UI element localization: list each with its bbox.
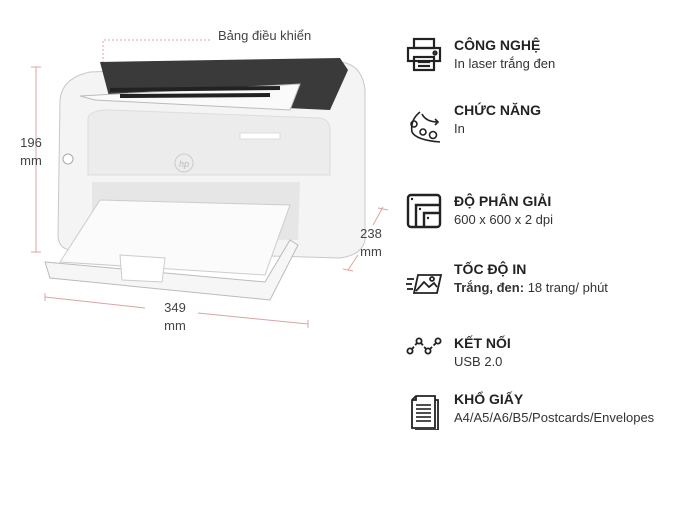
- spec-value: In: [454, 121, 465, 136]
- spec-resolution: ĐỘ PHÂN GIẢI 600 x 600 x 2 dpi: [406, 193, 696, 237]
- connection-icon: [406, 337, 442, 355]
- product-illustration: hp Bảng điều khiển 196 mm 238 mm 349 mm: [0, 0, 400, 340]
- gears-function-icon: [410, 111, 441, 143]
- width-dimension-line: [44, 296, 146, 309]
- width-dimension: 349 mm: [155, 299, 195, 335]
- spec-value: USB 2.0: [454, 354, 503, 369]
- depth-dimension-line: [372, 206, 384, 226]
- spec-title: TỐC ĐỘ IN: [454, 261, 527, 277]
- spec-title: CHỨC NĂNG: [454, 102, 542, 118]
- paper-size-icon: [411, 395, 439, 430]
- spec-connection: KẾT NỐI USB 2.0: [406, 335, 696, 379]
- spec-title: KHỔ GIẤY: [454, 391, 524, 407]
- spec-title: CÔNG NGHỆ: [454, 37, 541, 53]
- control-panel-label: Bảng điều khiển: [218, 28, 312, 43]
- height-unit: mm: [20, 153, 42, 168]
- spec-function: CHỨC NĂNG In: [406, 102, 696, 146]
- resolution-icon: [406, 193, 442, 229]
- print-speed-icon: [406, 274, 442, 294]
- spec-value: In laser trắng đen: [454, 56, 556, 71]
- svg-text:hp: hp: [179, 159, 189, 169]
- spec-technology: CÔNG NGHỆ In laser trắng đen: [406, 37, 696, 81]
- depth-dimension: 238 mm: [354, 225, 388, 261]
- printer-icon: [406, 37, 442, 72]
- spec-title: KẾT NỐI: [454, 335, 511, 351]
- spec-print-speed: TỐC ĐỘ IN Trắng, đen: 18 trang/ phút: [406, 261, 696, 305]
- spec-title: ĐỘ PHÂN GIẢI: [454, 193, 552, 209]
- depth-value: 238: [360, 226, 382, 241]
- spec-value: 600 x 600 x 2 dpi: [454, 212, 554, 227]
- spec-value: Trắng, đen: 18 trang/ phút: [454, 280, 608, 295]
- width-value: 349: [164, 300, 186, 315]
- hp-logo: [174, 153, 194, 173]
- spec-value: A4/A5/A6/B5/Postcards/Envelopes: [454, 410, 655, 425]
- depth-unit: mm: [360, 244, 382, 259]
- spec-paper-size: KHỔ GIẤY A4/A5/A6/B5/Postcards/Envelopes: [406, 391, 696, 435]
- height-dimension: 196 mm: [14, 134, 48, 170]
- spec-value-label: Trắng, đen:: [454, 280, 525, 295]
- width-unit: mm: [164, 318, 186, 333]
- printer-image: hp: [31, 39, 389, 328]
- spec-value-text: 18 trang/ phút: [527, 280, 608, 295]
- height-value: 196: [20, 135, 42, 150]
